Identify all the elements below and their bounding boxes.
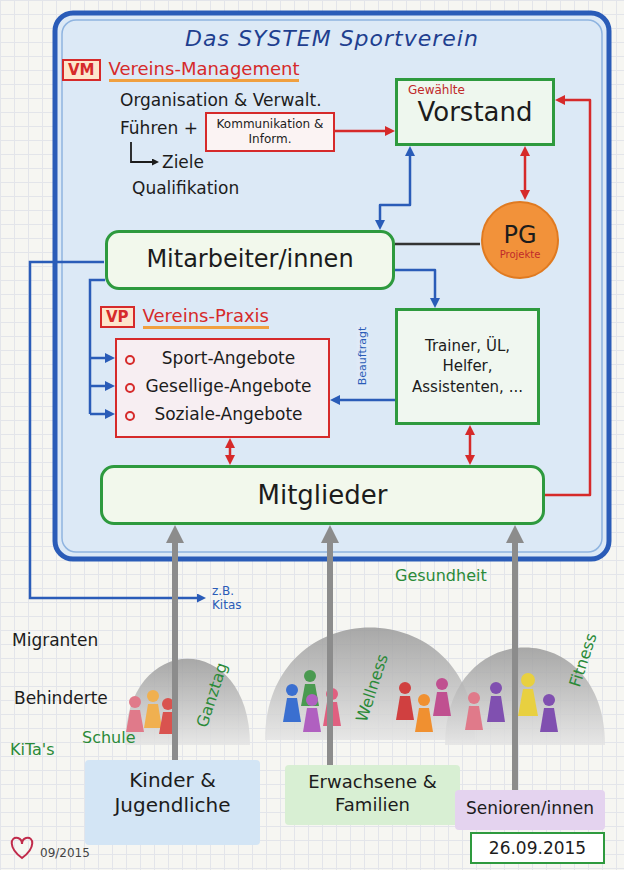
circle-shape bbox=[482, 202, 558, 278]
section-tag: VP bbox=[100, 306, 135, 328]
member-box: Mitglieder bbox=[100, 465, 545, 525]
section-head: VM Vereins-Management bbox=[62, 58, 299, 82]
connector bbox=[172, 543, 178, 760]
connector bbox=[395, 270, 435, 298]
drawing-part bbox=[396, 696, 414, 720]
note-box: Kommunikation & Inform. bbox=[205, 112, 335, 152]
group-band: Kinder & Jugendliche bbox=[85, 760, 260, 845]
drawing-part bbox=[490, 682, 502, 694]
theme-word: Fitness bbox=[565, 631, 600, 690]
connector bbox=[380, 156, 410, 220]
drawing-part bbox=[306, 694, 318, 706]
drawing-part bbox=[303, 708, 321, 732]
project-circle: PGProjekte bbox=[480, 200, 560, 280]
drawing-part bbox=[399, 682, 411, 694]
group-name: Schule bbox=[82, 728, 136, 747]
drawing-part bbox=[487, 696, 505, 722]
note-text: z.B. Kitas bbox=[212, 584, 256, 613]
hill bbox=[125, 659, 250, 745]
group-name: KiTa's bbox=[10, 740, 55, 759]
wire bbox=[131, 142, 152, 162]
staff-box: Mitarbeiter/innen bbox=[105, 230, 395, 290]
drawing-part bbox=[286, 684, 298, 696]
list-item: Sport-Angebote bbox=[125, 348, 318, 368]
list-item: Organisation & Verwalt. bbox=[120, 90, 322, 110]
drawing-part bbox=[304, 670, 316, 682]
theme-word: Gesundheit bbox=[395, 566, 487, 585]
theme-word: Wellness bbox=[352, 652, 392, 725]
box-text: Kommunikation & Inform. bbox=[213, 117, 327, 147]
group-band: Senioren/innen bbox=[455, 790, 605, 830]
figures bbox=[126, 670, 558, 734]
drawing-part bbox=[518, 689, 538, 716]
connector bbox=[469, 435, 472, 455]
theme-word: Ganztag bbox=[193, 660, 232, 730]
connector bbox=[524, 156, 527, 190]
connector bbox=[335, 130, 385, 133]
hill bbox=[265, 628, 475, 741]
date-text: 26.09.2015 bbox=[482, 838, 593, 858]
edge-label: Beauftragt bbox=[356, 325, 369, 388]
band-text: Erwachsene & Familien bbox=[295, 771, 450, 816]
drawing-part bbox=[415, 708, 433, 732]
group-name: Migranten bbox=[12, 630, 98, 650]
signature: 09/2015 bbox=[40, 846, 90, 860]
drawing-part bbox=[540, 708, 558, 732]
drawing-part bbox=[433, 692, 451, 716]
group-name: Behinderte bbox=[14, 688, 108, 708]
list-item: Qualifikation bbox=[132, 178, 239, 198]
frame-inner bbox=[62, 20, 602, 552]
list-item: Gesellige-Angebote bbox=[125, 376, 318, 396]
section-title: Vereins-Praxis bbox=[143, 305, 269, 329]
drawing-part bbox=[436, 678, 448, 690]
drawing-part bbox=[129, 696, 141, 708]
connector bbox=[229, 448, 232, 455]
section-head: VP Vereins-Praxis bbox=[100, 305, 269, 329]
box-title: Mitarbeiter/innen bbox=[122, 245, 378, 273]
section-tag: VM bbox=[62, 59, 101, 81]
diagram-title: Das SYSTEM Sportverein bbox=[52, 26, 612, 51]
trainer-box: Trainer, ÜL, Helfer, Assistenten, ... bbox=[395, 308, 540, 425]
band-text: Kinder & Jugendliche bbox=[95, 768, 250, 818]
box-title: Mitglieder bbox=[117, 480, 528, 510]
drawing-part bbox=[465, 706, 483, 730]
board-box: GewählteVorstand bbox=[395, 78, 555, 146]
circle-note: Projekte bbox=[500, 249, 541, 260]
frame-rect bbox=[55, 13, 609, 559]
date-box: 26.09.2015 bbox=[470, 832, 605, 864]
list-item: Soziale-Angebote bbox=[125, 404, 318, 424]
drawing-part bbox=[301, 684, 319, 706]
drawing-part bbox=[468, 692, 480, 704]
drawing-part bbox=[543, 694, 555, 706]
circle-title: PG bbox=[503, 221, 536, 249]
bracket-arrow bbox=[90, 357, 105, 360]
connector bbox=[340, 399, 395, 402]
band-text: Senioren/innen bbox=[461, 798, 599, 818]
connector bbox=[395, 243, 480, 246]
bracket-line bbox=[90, 280, 105, 414]
offer-box: Sport-AngeboteGesellige-AngeboteSoziale-… bbox=[115, 338, 330, 438]
connector bbox=[512, 543, 518, 790]
drawing-part bbox=[144, 704, 162, 728]
list-item: Ziele bbox=[162, 152, 204, 172]
bracket-arrow bbox=[90, 413, 105, 416]
group-band: Erwachsene & Familien bbox=[285, 765, 460, 825]
connector bbox=[545, 100, 590, 495]
drawing-part bbox=[147, 690, 159, 702]
bracket-arrow bbox=[90, 385, 105, 388]
drawing-part bbox=[418, 694, 430, 706]
drawing-part bbox=[283, 698, 301, 722]
heart bbox=[12, 838, 33, 858]
connector bbox=[327, 543, 333, 765]
box-title: Vorstand bbox=[417, 97, 532, 127]
section-title: Vereins-Management bbox=[109, 58, 300, 82]
list-item: Führen + bbox=[120, 118, 198, 138]
box-note: Gewählte bbox=[408, 83, 465, 97]
box-text: Trainer, ÜL, Helfer, Assistenten, ... bbox=[406, 336, 529, 397]
drawing-part bbox=[521, 673, 535, 687]
